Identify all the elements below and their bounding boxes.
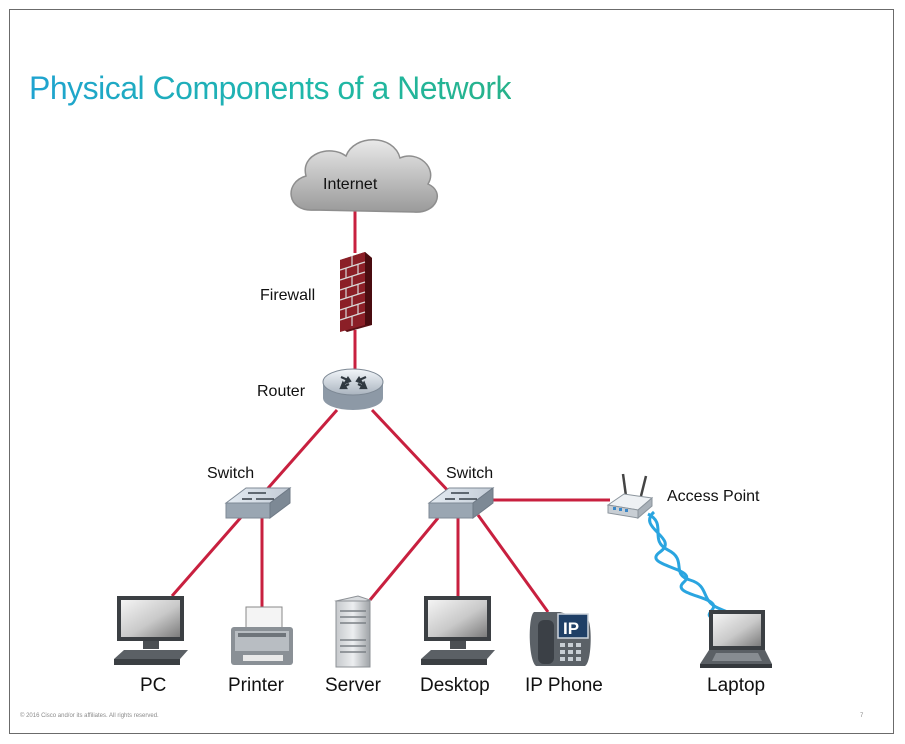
wireless-link [647, 510, 735, 619]
desktop-label: Desktop [420, 675, 490, 696]
printer-icon [231, 606, 293, 665]
monitor-icon [114, 596, 188, 665]
link-switch-left-pc [170, 514, 245, 597]
laptop-icon [700, 610, 772, 668]
access-point-icon [606, 473, 654, 520]
link-switch-right-ip-phone [476, 514, 550, 613]
printer-label: Printer [228, 675, 285, 696]
router-icon [322, 368, 384, 410]
firewall-label: Firewall [260, 287, 315, 304]
switch-left-label: Switch [207, 465, 254, 482]
access-point-label: Access Point [667, 488, 760, 505]
server-label: Server [325, 675, 382, 696]
router-label: Router [257, 383, 306, 400]
switch-right-label: Switch [446, 465, 493, 482]
page-title: Physical Components of a Network [29, 70, 512, 106]
firewall-icon [339, 252, 372, 332]
internet-label: Internet [323, 176, 378, 193]
links [170, 205, 610, 613]
link-switch-right-server [368, 517, 440, 601]
cloud-icon [290, 139, 439, 213]
pc-label: PC [140, 675, 166, 696]
ip-phone-label: IP Phone [525, 675, 603, 696]
ip-phone-icon: IP [529, 612, 591, 666]
switch-icon [427, 487, 495, 519]
copyright-footer: © 2016 Cisco and/or its affiliates. All … [20, 713, 159, 719]
ip-badge: IP [563, 619, 579, 638]
monitor-icon [421, 596, 495, 665]
laptop-label: Laptop [707, 675, 765, 696]
link-router-switch-left [260, 409, 339, 496]
page-number: 7 [860, 713, 864, 719]
link-router-switch-right [370, 408, 454, 497]
switch-icon [224, 487, 292, 519]
server-icon [334, 595, 372, 668]
